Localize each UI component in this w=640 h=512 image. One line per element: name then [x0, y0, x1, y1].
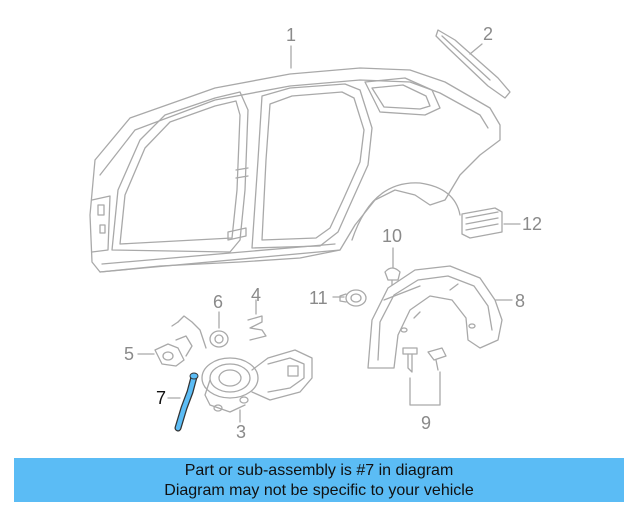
- callout-5: 5: [124, 344, 135, 364]
- roof-rail: [435, 29, 511, 99]
- bolt-11: [339, 289, 367, 307]
- banner-line-part: Part or sub-assembly is #7 in diagram: [184, 462, 454, 479]
- callout-10: 10: [382, 226, 403, 246]
- clip-10: [384, 267, 401, 286]
- vent: [461, 207, 503, 239]
- callout-7: 7: [156, 388, 167, 408]
- callout-4: 4: [251, 285, 262, 305]
- actuator-5: [154, 315, 207, 367]
- callout-11: 11: [309, 288, 328, 308]
- callout-12: 12: [522, 214, 543, 234]
- diagram-svg: [89, 29, 521, 432]
- fuel-filler-tube-highlight: [174, 372, 199, 432]
- info-banner: Part or sub-assembly is #7 in diagram Di…: [14, 458, 624, 502]
- grommet-6: [209, 311, 229, 348]
- body-side-panel: [89, 67, 501, 273]
- wheelhouse-liner: [367, 265, 503, 369]
- screws-9: [402, 347, 447, 406]
- fuel-door-housing: [201, 349, 313, 423]
- callout-3: 3: [236, 422, 247, 442]
- callout-6: 6: [213, 292, 224, 312]
- spring-4: [247, 299, 267, 341]
- banner-line-disclaimer: Diagram may not be specific to your vehi…: [164, 482, 474, 499]
- leader-lines: [137, 43, 521, 399]
- callout-9: 9: [421, 413, 432, 433]
- callout-2: 2: [483, 24, 494, 44]
- callout-8: 8: [515, 291, 526, 311]
- callout-1: 1: [286, 25, 297, 45]
